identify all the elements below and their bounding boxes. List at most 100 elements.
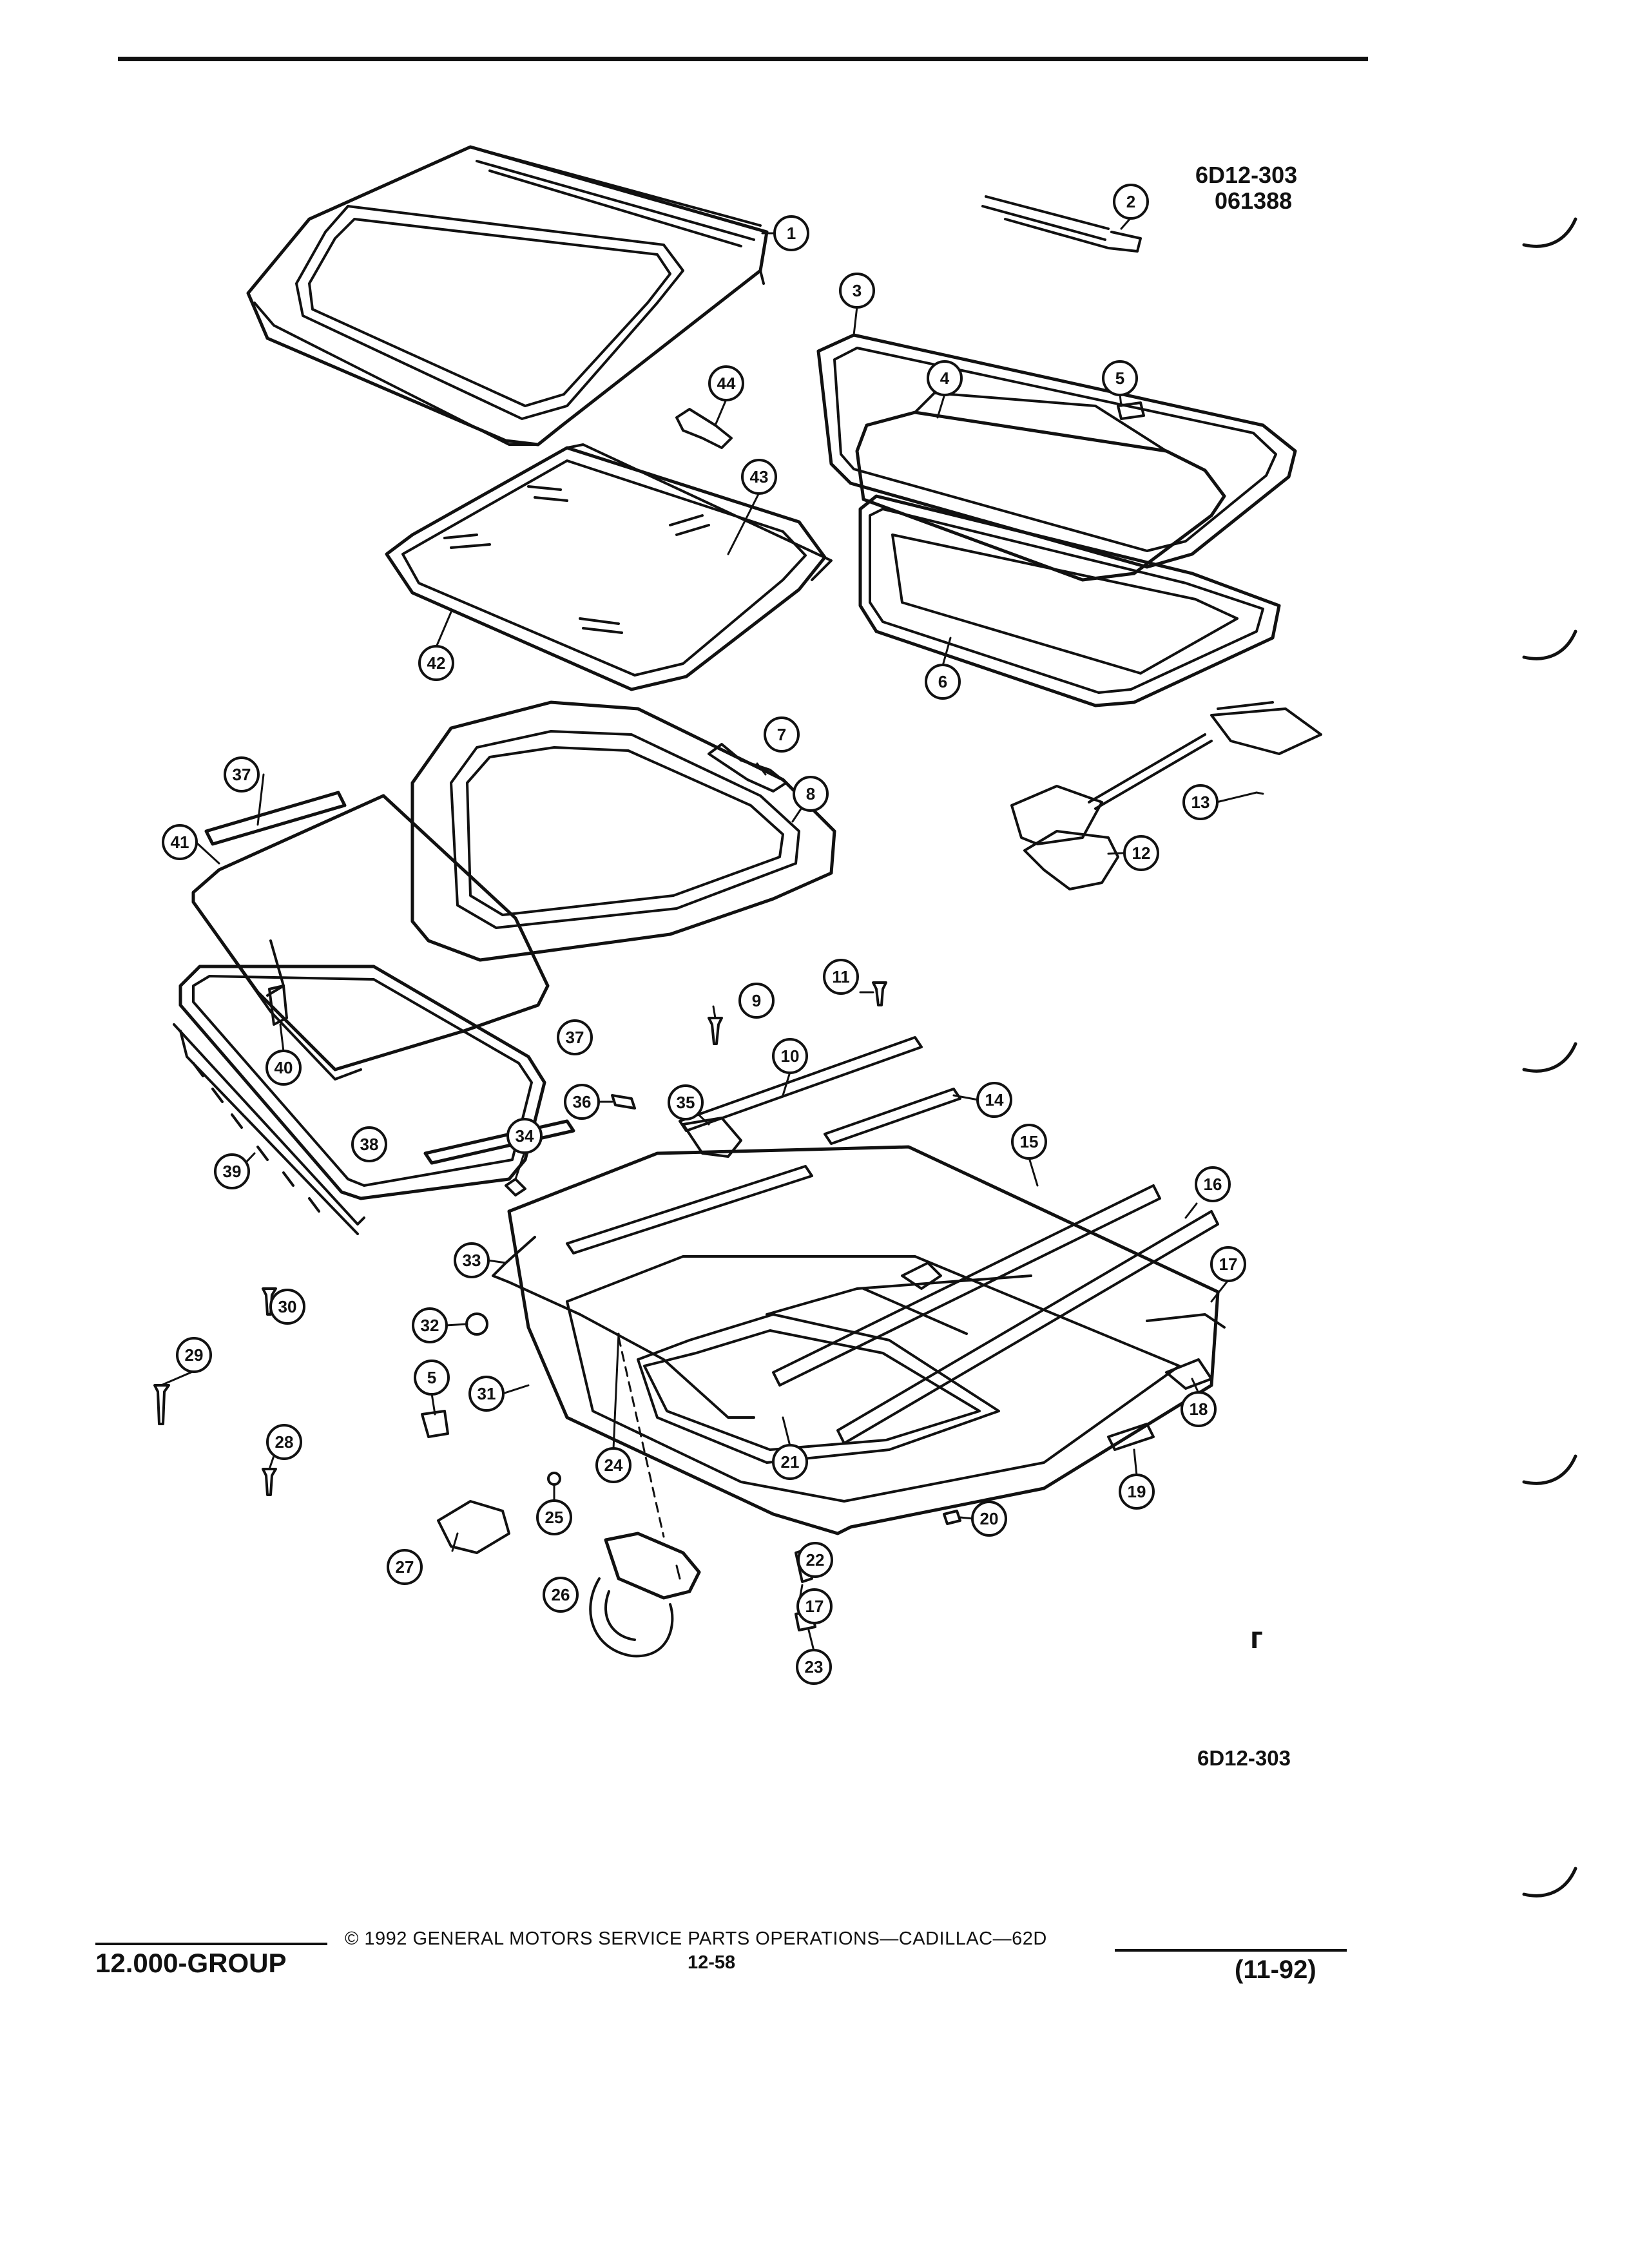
upper-frame [816,333,1297,569]
callout-7: 7 [764,716,800,753]
front-strip [204,791,347,846]
svg-text:40: 40 [275,1058,293,1077]
callout-10: 10 [772,1038,808,1074]
callout-32: 32 [412,1307,448,1343]
callout-3: 3 [839,273,875,309]
screws-top [708,981,887,1045]
guide-rail [772,1184,1219,1445]
motor-centerline [617,1336,665,1538]
svg-text:15: 15 [1020,1132,1039,1151]
side-shield [1010,701,1322,890]
svg-text:32: 32 [421,1316,439,1335]
callout-35: 35 [668,1084,704,1120]
svg-text:38: 38 [360,1135,379,1154]
svg-text:7: 7 [777,725,786,744]
svg-text:34: 34 [516,1126,534,1146]
drain-trough [173,1023,365,1235]
callout-13: 13 [1182,784,1219,820]
svg-text:19: 19 [1128,1482,1146,1501]
top-rule [118,57,1368,61]
drive-cable [1146,1313,1226,1329]
callout-26: 26 [543,1577,579,1613]
svg-text:39: 39 [223,1162,242,1181]
svg-text:11: 11 [832,967,850,986]
svg-text:28: 28 [275,1432,294,1452]
svg-text:26: 26 [552,1585,570,1604]
svg-text:9: 9 [752,991,761,1010]
drive-motor [589,1532,701,1658]
svg-text:42: 42 [427,653,446,673]
callout-8: 8 [793,776,829,812]
footer-date: (11-92) [1235,1956,1316,1984]
callout-14: 14 [976,1082,1012,1118]
window-seal [855,392,1226,582]
callout-5-upper: 5 [1102,360,1138,396]
retainer-clip [611,1094,636,1110]
roof-panel [246,145,769,447]
retainer [1117,401,1145,420]
callout-44: 44 [708,365,744,401]
callout-22: 22 [797,1542,833,1578]
svg-text:17: 17 [805,1597,824,1616]
callout-17-lower: 17 [796,1588,833,1624]
figure-reference: 6D12-303 [1197,1746,1291,1770]
svg-text:12: 12 [1132,843,1151,863]
callout-29: 29 [176,1337,212,1373]
callout-42: 42 [418,645,454,681]
footer-page-number: 12-58 [688,1952,736,1973]
callout-11: 11 [823,959,859,995]
switch-mount [437,1500,510,1554]
callout-27: 27 [387,1549,423,1585]
figure-date: 061388 [1215,187,1293,214]
svg-text:16: 16 [1204,1175,1222,1194]
main-frame [507,1145,1220,1535]
svg-text:37: 37 [233,765,251,784]
callouts: 1 2 3 4 5 6 7 8 9 10 11 12 13 14 15 16 1… [162,184,1246,1685]
callout-37-lower: 37 [557,1019,593,1055]
figure-code: 6D12-303 [1195,162,1298,188]
cable-assembly [492,1178,755,1419]
callout-9: 9 [738,983,775,1019]
svg-text:22: 22 [806,1550,825,1570]
callout-16: 16 [1195,1166,1231,1202]
callout-33: 33 [454,1242,490,1278]
callout-23: 23 [796,1649,832,1685]
latch [268,985,288,1026]
svg-text:37: 37 [566,1028,584,1047]
leader-lines [160,216,1264,1652]
rails [566,1036,961,1254]
svg-text:20: 20 [980,1509,999,1528]
svg-text:5: 5 [427,1368,436,1387]
callout-31: 31 [468,1376,505,1412]
callout-12: 12 [1123,835,1159,871]
inner-panel [410,700,836,962]
callout-2: 2 [1113,184,1149,220]
clip [675,408,733,449]
svg-text:29: 29 [185,1345,204,1365]
callout-15: 15 [1011,1124,1047,1160]
svg-text:35: 35 [677,1093,695,1112]
svg-text:23: 23 [805,1657,824,1677]
binder-marks [1522,217,1577,1898]
svg-text:44: 44 [717,374,736,393]
svg-text:2: 2 [1126,192,1135,211]
svg-text:6: 6 [938,672,947,691]
svg-text:8: 8 [806,784,815,803]
svg-text:14: 14 [985,1090,1004,1110]
frame-assembly [858,494,1281,707]
nut [547,1472,561,1486]
svg-text:4: 4 [940,369,950,388]
svg-text:31: 31 [477,1384,496,1403]
callout-41: 41 [162,824,198,860]
callout-20: 20 [971,1501,1007,1537]
svg-text:30: 30 [278,1297,297,1316]
callout-19: 19 [1119,1474,1155,1510]
callout-34: 34 [506,1118,543,1154]
rear-strip [423,1119,575,1165]
callout-28: 28 [266,1424,302,1460]
svg-text:10: 10 [781,1046,800,1066]
svg-text:36: 36 [573,1092,592,1111]
callout-21: 21 [772,1444,808,1480]
